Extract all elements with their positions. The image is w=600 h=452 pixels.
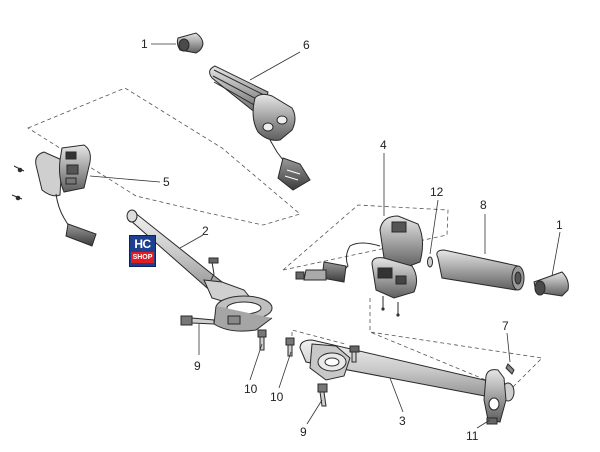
callout-12-ring: 12	[430, 185, 444, 199]
left-assembly-outline	[27, 87, 301, 226]
callout-labels: 1 6 5 4 12 8 1 2 9 10 7 10 9 3 11	[141, 37, 563, 443]
callout-10-left-bolt: 10	[244, 382, 258, 396]
logo-hc-text: HC	[134, 237, 151, 251]
bolt-10-left	[257, 329, 267, 351]
bar-end-weight-right	[533, 271, 569, 297]
screw-7	[505, 363, 515, 375]
hc-shop-logo: HC SHOP	[129, 235, 156, 267]
throttle-grip	[209, 65, 311, 191]
callout-6-throttle-grip: 6	[303, 38, 310, 52]
left-switch-housing	[11, 144, 97, 247]
left-handlebar-outline	[291, 329, 346, 345]
callout-5-left-switch: 5	[163, 175, 170, 189]
callout-8-grip: 8	[480, 198, 487, 212]
bolt-9-left	[180, 315, 215, 326]
right-handlebar-outline	[369, 298, 543, 391]
clamp-11	[483, 369, 507, 425]
callout-9-right-bolt: 9	[300, 425, 307, 439]
bolt-9-right	[317, 383, 328, 407]
callout-7-screw: 7	[502, 319, 509, 333]
right-switch-outline	[282, 204, 449, 271]
callout-4-right-switch: 4	[380, 138, 387, 152]
callout-10-right-bolt: 10	[270, 390, 284, 404]
left-handlebar	[126, 209, 273, 332]
bar-end-weight-top	[176, 32, 204, 54]
callout-3-right-handlebar: 3	[399, 414, 406, 428]
left-grip	[436, 249, 525, 291]
callout-1-bar-end-top: 1	[141, 37, 148, 51]
callout-1-bar-end-right: 1	[556, 218, 563, 232]
callout-11-clamp: 11	[466, 429, 479, 443]
right-handlebar	[299, 339, 515, 402]
callout-9-left-bolt: 9	[194, 359, 201, 373]
spacer-ring	[427, 256, 433, 268]
bolt-10-right	[285, 337, 295, 357]
callout-2-left-handlebar: 2	[202, 224, 209, 238]
logo-shop-text: SHOP	[131, 252, 154, 263]
right-switch-housing	[295, 215, 424, 317]
leader-lines	[89, 43, 561, 429]
